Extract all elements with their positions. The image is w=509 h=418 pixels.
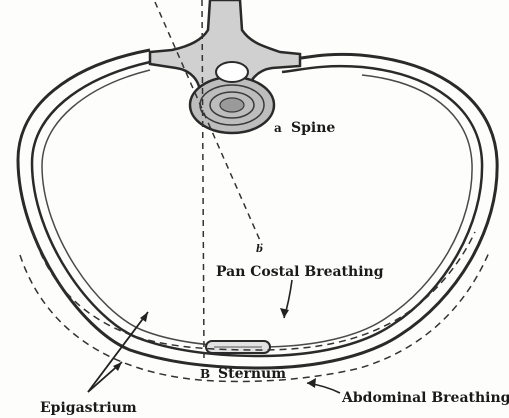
pan-costal-arrow bbox=[280, 280, 292, 318]
abdominal-breathing-label: Abdominal Breathing bbox=[341, 390, 509, 406]
sternum-label: Sternum bbox=[218, 366, 286, 382]
abdominal-arrow bbox=[307, 378, 340, 393]
pan-costal-breathing-curve bbox=[32, 230, 475, 350]
spine-marker: a bbox=[274, 121, 282, 135]
pan-costal-label: Pan Costal Breathing bbox=[216, 264, 384, 280]
spine-vertebra bbox=[150, 0, 300, 133]
mid-marker: b bbox=[256, 244, 263, 255]
epigastrium-label: Epigastrium bbox=[40, 400, 137, 416]
sternum-marker: B bbox=[200, 367, 210, 381]
spine-label: Spine bbox=[291, 120, 335, 136]
sternum-bone bbox=[206, 341, 270, 353]
